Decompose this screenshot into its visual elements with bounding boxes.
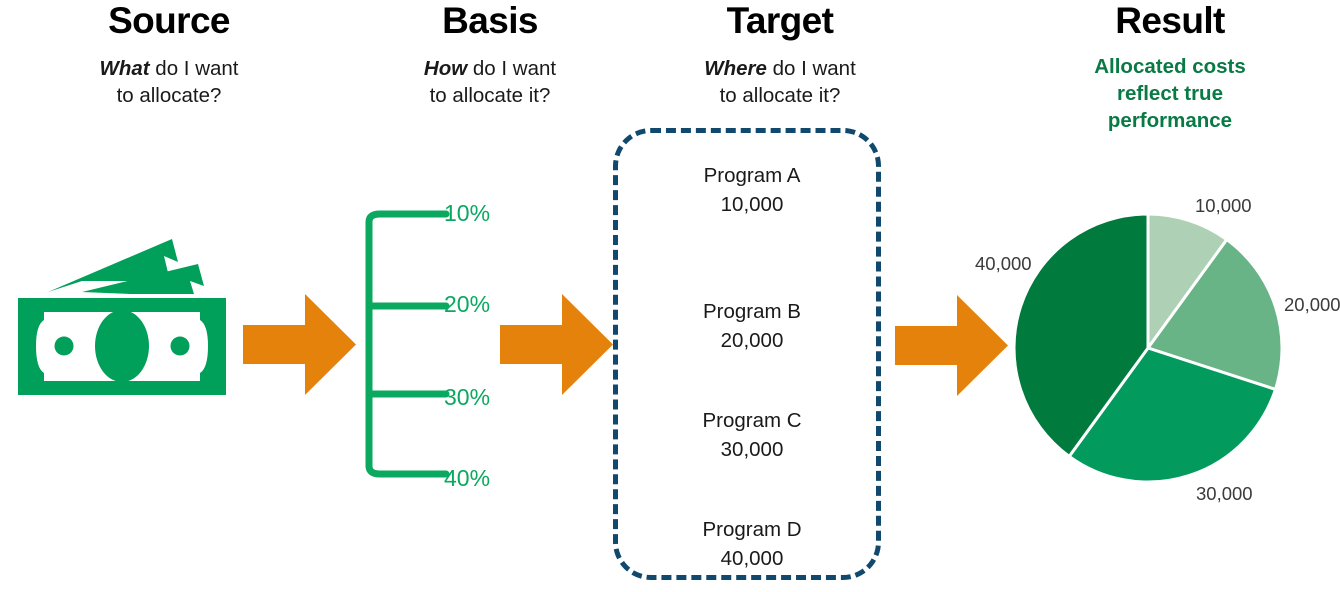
result-summary-line2: reflect true: [1117, 82, 1223, 106]
program-amount-0: 10,000: [720, 193, 784, 217]
page-title-result: Result: [1115, 0, 1225, 41]
question-line2-source: to allocate?: [116, 84, 222, 108]
column-header-target: Target Where do I want to allocate it?: [620, 0, 940, 110]
question-rest-basis: do I want: [467, 56, 557, 80]
flow-arrow-target-to-result: [895, 295, 1008, 396]
column-question-target: Where do I want to allocate it?: [620, 55, 940, 110]
column-question-basis: How do I want to allocate it?: [340, 55, 640, 110]
column-header-basis: Basis How do I want to allocate it?: [340, 0, 640, 110]
flow-arrow-basis-to-target: [500, 294, 613, 395]
question-line2-target: to allocate it?: [719, 84, 841, 108]
pie-label-10000: 10,000: [1195, 195, 1252, 216]
list-item-program-b: Program B 20,000: [618, 297, 886, 355]
program-amount-3: 40,000: [720, 547, 784, 571]
column-header-source: Source What do I want to allocate?: [4, 0, 334, 110]
page-title-target: Target: [726, 0, 834, 41]
basis-percent-2: 30%: [444, 384, 491, 410]
result-summary: Allocated costs reflect true performance: [1000, 53, 1340, 135]
result-pie-chart: [1012, 212, 1284, 484]
list-item-program-d: Program D 40,000: [618, 515, 886, 573]
flow-arrow-source-to-basis: [243, 294, 356, 395]
column-question-source: What do I want to allocate?: [4, 55, 334, 110]
basis-percent-3: 40%: [444, 465, 491, 491]
pie-slice-group: [1012, 212, 1284, 484]
question-line2-basis: to allocate it?: [429, 84, 551, 108]
pie-label-20000: 20,000: [1284, 294, 1340, 315]
program-name-1: Program B: [703, 300, 801, 323]
program-name-2: Program C: [702, 409, 802, 432]
column-header-result: Result Allocated costs reflect true perf…: [1000, 0, 1340, 135]
page-title-source: Source: [108, 0, 230, 41]
basis-percent-1: 20%: [444, 291, 491, 317]
program-amount-2: 30,000: [720, 438, 784, 462]
pie-slice-20,000: [1146, 238, 1284, 391]
question-rest-source: do I want: [149, 56, 239, 80]
program-amount-1: 20,000: [720, 329, 784, 353]
target-programs-box: Program A 10,000 Program B 20,000 Progra…: [613, 128, 881, 580]
question-emphasis-basis: How: [423, 56, 468, 80]
pie-slice-10,000: [1146, 212, 1229, 350]
question-rest-target: do I want: [766, 56, 856, 80]
basis-bracket: [365, 210, 450, 478]
question-emphasis-target: Where: [704, 56, 767, 80]
list-item-program-a: Program A 10,000: [618, 161, 886, 219]
question-emphasis-source: What: [99, 56, 150, 80]
money-stack-icon: [18, 239, 226, 395]
list-item-program-c: Program C 30,000: [618, 406, 886, 464]
program-name-0: Program A: [703, 164, 801, 187]
program-name-3: Program D: [702, 518, 802, 541]
pie-slice-40,000: [1012, 212, 1150, 458]
page-title-basis: Basis: [442, 0, 538, 41]
pie-label-40000: 40,000: [975, 253, 1032, 274]
pie-slice-30,000: [1067, 346, 1277, 484]
result-summary-line3: performance: [1107, 109, 1233, 133]
result-summary-line1: Allocated costs: [1094, 54, 1246, 78]
basis-percent-0: 10%: [444, 200, 491, 226]
pie-label-30000: 30,000: [1196, 483, 1253, 504]
